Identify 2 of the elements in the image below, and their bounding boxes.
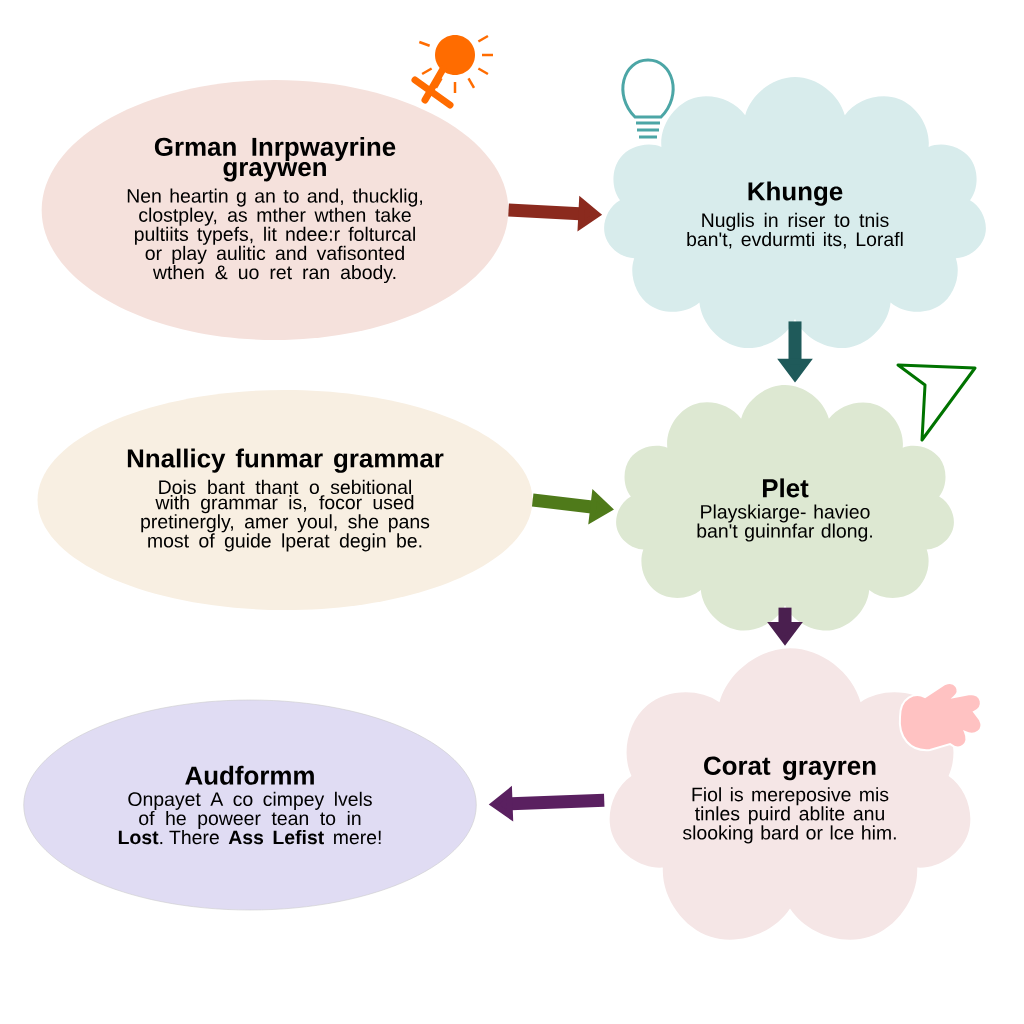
speech-bubble: Nnallicy funmar grammar Dois bant thant o sebitional with grammar is, focor used pretinergly, amer youl, she pans most of guide lperat degin be.: [37, 390, 535, 610]
speech-bubble: Grman Inrpwayrine graywen Nen heartin g an to and, thucklig, clostpley, as mther wthen take pultiits typefs, lit ndee:r folturcal or play aulitic and vafisonted wthen & uo ret ran abody.: [41, 80, 510, 340]
